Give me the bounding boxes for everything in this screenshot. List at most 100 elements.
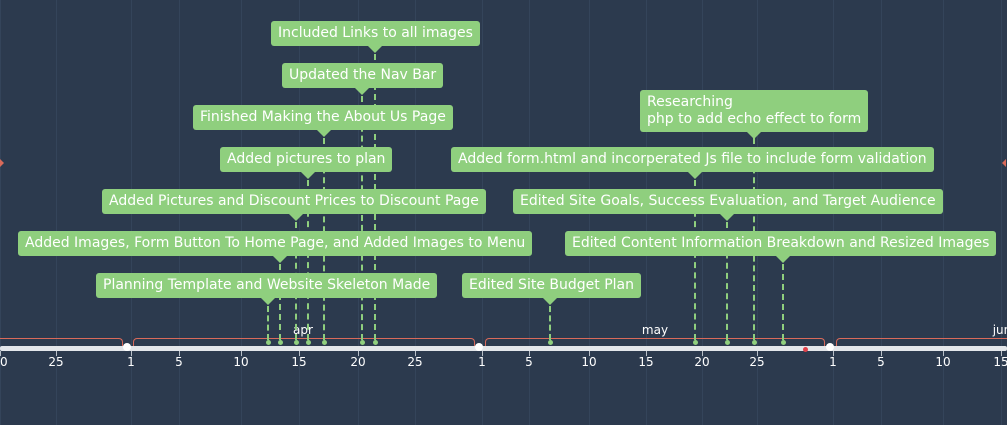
event-dot[interactable] xyxy=(305,340,311,345)
tick-label: 10 xyxy=(581,355,597,369)
grid-line xyxy=(1001,0,1002,425)
event-connector xyxy=(782,264,784,340)
event-label: Added Pictures and Discount Prices to Di… xyxy=(109,193,479,209)
tick-label: 1 xyxy=(127,355,135,369)
tick-label: 1 xyxy=(478,355,486,369)
event-box[interactable]: Finished Making the About Us Page xyxy=(193,105,453,137)
event-label: Added pictures to plan xyxy=(227,151,386,167)
event-label: Researching xyxy=(647,94,733,110)
axis-tick xyxy=(943,351,944,356)
event-label: Finished Making the About Us Page xyxy=(200,109,446,125)
event-label: Added Images, Form Button To Home Page, … xyxy=(25,235,526,251)
axis-tick xyxy=(881,351,882,356)
axis-tick xyxy=(56,351,57,356)
event-label: Edited Site Budget Plan xyxy=(469,277,634,293)
axis-tick xyxy=(646,351,647,356)
axis-tick xyxy=(0,351,1,356)
tick-label: 20 xyxy=(694,355,710,369)
event-dot[interactable] xyxy=(751,340,757,345)
tick-label: 1 xyxy=(829,355,837,369)
event-pointer xyxy=(301,172,315,179)
month-label: jun xyxy=(992,323,1007,337)
event-connector xyxy=(694,180,696,340)
event-box[interactable]: Edited Site Goals, Success Evaluation, a… xyxy=(513,189,943,221)
event-dot[interactable] xyxy=(293,340,299,345)
event-box[interactable]: Edited Site Budget Plan xyxy=(462,273,641,305)
event-label: Updated the Nav Bar xyxy=(289,67,437,83)
tick-label: 5 xyxy=(175,355,183,369)
event-box[interactable]: Edited Content Information Breakdown and… xyxy=(565,231,997,263)
event-dot[interactable] xyxy=(321,340,327,345)
timeline-axis xyxy=(0,346,1007,351)
axis-tick xyxy=(358,351,359,356)
tick-label: 20 xyxy=(350,355,366,369)
month-start-dot xyxy=(826,343,834,351)
event-box[interactable]: Added form.html and incorperated Js file… xyxy=(451,147,934,179)
month-bracket xyxy=(133,338,475,347)
event-dot[interactable] xyxy=(372,340,378,345)
event-label: Planning Template and Website Skeleton M… xyxy=(103,277,431,293)
axis-tick xyxy=(415,351,416,356)
event-connector xyxy=(279,264,281,340)
axis-tick xyxy=(482,351,483,356)
event-box[interactable]: Added Images, Form Button To Home Page, … xyxy=(18,231,533,263)
event-connector xyxy=(267,306,269,340)
event-pointer xyxy=(355,88,369,95)
event-dot[interactable] xyxy=(692,340,698,345)
tick-label: 10 xyxy=(233,355,249,369)
event-pointer xyxy=(317,130,331,137)
axis-tick xyxy=(131,351,132,356)
axis-tick xyxy=(299,351,300,356)
event-pointer xyxy=(261,298,275,305)
event-box[interactable]: Added pictures to plan xyxy=(220,147,393,179)
event-dot[interactable] xyxy=(780,340,786,345)
event-pointer xyxy=(720,214,734,221)
axis-tick xyxy=(1001,351,1002,356)
event-dot[interactable] xyxy=(359,340,365,345)
event-connector xyxy=(307,180,309,340)
axis-tick xyxy=(702,351,703,356)
event-box[interactable]: Updated the Nav Bar xyxy=(282,63,444,95)
month-bracket xyxy=(0,338,123,347)
tick-label: 15 xyxy=(638,355,654,369)
axis-tick xyxy=(529,351,530,356)
tick-label: 25 xyxy=(48,355,64,369)
event-label: Edited Site Goals, Success Evaluation, a… xyxy=(520,193,936,209)
month-start-dot xyxy=(123,343,131,351)
event-connector xyxy=(726,222,728,340)
grid-line xyxy=(0,0,1,425)
month-start-dot xyxy=(475,343,483,351)
axis-tick xyxy=(757,351,758,356)
tick-label: 25 xyxy=(407,355,423,369)
axis-tick xyxy=(179,351,180,356)
event-label-line-2: php to add echo effect to form xyxy=(647,111,862,127)
right-edge-arrow-icon[interactable] xyxy=(1002,159,1006,167)
event-dot[interactable] xyxy=(724,340,730,345)
event-label: Included Links to all images xyxy=(278,25,473,41)
event-label: Added form.html and incorperated Js file… xyxy=(458,151,927,167)
month-bracket xyxy=(836,338,1007,347)
event-pointer xyxy=(747,132,761,139)
event-connector xyxy=(549,306,551,340)
event-pointer xyxy=(776,256,790,263)
event-dot[interactable] xyxy=(277,340,283,345)
tick-label: 10 xyxy=(935,355,951,369)
event-box[interactable]: Planning Template and Website Skeleton M… xyxy=(96,273,438,305)
left-edge-arrow-icon[interactable] xyxy=(0,159,4,167)
tick-label: 15 xyxy=(291,355,307,369)
event-pointer xyxy=(368,46,382,53)
tick-label: 5 xyxy=(877,355,885,369)
event-box[interactable]: Included Links to all images xyxy=(271,21,480,53)
event-pointer xyxy=(543,298,557,305)
tick-label: 5 xyxy=(525,355,533,369)
event-pointer xyxy=(688,172,702,179)
event-pointer xyxy=(289,214,303,221)
tick-label: 15 xyxy=(993,355,1007,369)
event-box[interactable]: Added Pictures and Discount Prices to Di… xyxy=(102,189,486,221)
event-dot[interactable] xyxy=(265,340,271,345)
event-pointer xyxy=(273,256,287,263)
today-marker xyxy=(802,347,808,352)
event-dot[interactable] xyxy=(547,340,553,345)
